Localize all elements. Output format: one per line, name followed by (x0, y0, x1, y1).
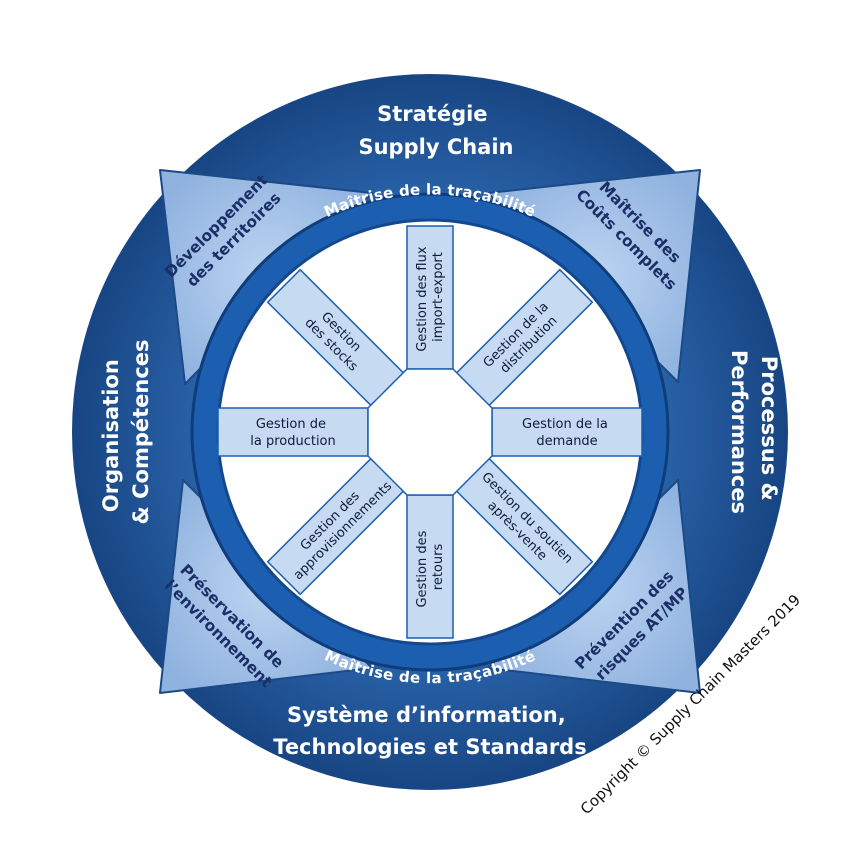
svg-text:Gestion de la production: Gestion de la production (250, 417, 336, 449)
outer-top-line2: Supply Chain (358, 135, 513, 159)
spoke-left-line1: Gestion de (256, 417, 326, 432)
outer-left-line1: Organisation (99, 359, 123, 512)
spoke-bottom-line2: retours (431, 544, 446, 591)
outer-bottom-line2: Technologies et Standards (273, 735, 586, 759)
spoke-left (217, 407, 369, 457)
spoke-bottom-line1: Gestion des (415, 530, 430, 607)
spoke-top (406, 225, 454, 370)
svg-text:Gestion des flux import-: Gestion des flux import-export (415, 242, 446, 351)
svg-text:Organisation & Compétenc: Organisation & Compétences (99, 339, 153, 524)
spoke-right-line2: demande (536, 434, 597, 449)
outer-right-line2: Performances (727, 350, 751, 514)
svg-text:Gestion de la demande: Gestion de la demande (522, 417, 612, 449)
spoke-right-line1: Gestion de la (522, 417, 608, 432)
center-hub (367, 368, 493, 496)
spoke-top-line2: import-export (431, 252, 446, 342)
spoke-bottom (406, 494, 454, 639)
outer-bottom-line1: Système d’information, (287, 703, 566, 727)
spoke-top-line1: Gestion des flux (415, 246, 430, 351)
svg-text:Processus & Performances: Processus & Performances (727, 350, 781, 514)
outer-left-line2: & Compétences (129, 339, 153, 524)
svg-text:Stratégie Supply Chain: Stratégie Supply Chain (358, 102, 513, 159)
svg-text:Système d’information, T: Système d’information, Technologies et S… (273, 703, 586, 759)
spoke-left-line2: la production (250, 434, 336, 449)
outer-labels: Stratégie Supply Chain Processus & Perfo… (99, 102, 781, 759)
outer-right-line1: Processus & (757, 356, 781, 501)
spokes (217, 225, 643, 639)
svg-text:Gestion des retours: Gestion des retours (415, 526, 446, 607)
outer-top-line1: Stratégie (377, 102, 487, 126)
